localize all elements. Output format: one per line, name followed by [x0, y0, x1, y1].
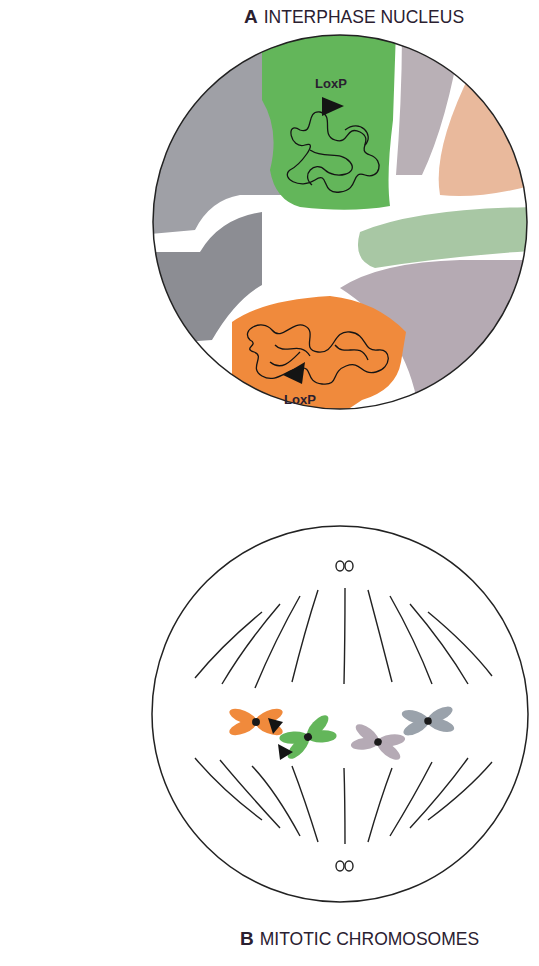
chromatin-fibre — [247, 325, 388, 384]
chromatin-fibre — [270, 345, 368, 366]
centrosome — [345, 861, 353, 871]
mitotic-chromosome — [399, 703, 456, 739]
spindle-fibre — [390, 596, 432, 684]
site-label: LoxP — [315, 77, 347, 92]
chromosome-territories — [140, 30, 539, 420]
loxp-site — [278, 744, 293, 760]
spindle-fibre — [428, 612, 492, 676]
loxp-site — [322, 97, 344, 116]
nuclear-envelope — [153, 35, 527, 409]
centrosome — [345, 561, 353, 571]
site-label: LoxP — [284, 393, 316, 408]
territory — [358, 207, 539, 268]
territory — [232, 296, 406, 420]
loxp-site — [283, 362, 305, 384]
mitotic-chromosome — [227, 703, 456, 764]
mitotic-chromosome — [227, 706, 284, 739]
spindle-fibre — [222, 604, 280, 684]
cell-outline — [152, 526, 528, 902]
spindle-fibre — [252, 766, 300, 836]
panel-title: MITOTIC CHROMOSOMES — [260, 929, 479, 949]
panel-letter: B — [240, 928, 254, 950]
chromatin-fibre — [287, 112, 379, 192]
mitotic-chromosome — [275, 710, 341, 764]
chromatin-fibre — [308, 126, 369, 185]
spindle-fibre — [368, 768, 392, 842]
spindle-fibre — [368, 590, 392, 682]
centrosome — [336, 861, 344, 871]
spindle-fibre — [390, 762, 432, 836]
loxp-site — [283, 97, 344, 384]
territory — [439, 70, 539, 196]
chromatin-fibre — [247, 112, 388, 384]
spindle-fibre — [344, 588, 345, 684]
mitotic-chromosome — [347, 720, 408, 765]
panel-title: INTERPHASE NUCLEUS — [264, 7, 464, 27]
spindle-fibre — [195, 612, 262, 678]
loxp-site — [268, 718, 293, 760]
spindle-fibre — [292, 766, 318, 842]
spindle-fibre — [344, 768, 345, 844]
spindle-fibre — [195, 588, 492, 844]
panel-letter: A — [244, 6, 258, 28]
centrosome — [336, 561, 353, 871]
spindle-fibre — [428, 762, 492, 820]
spindle-fibre — [220, 760, 280, 828]
spindle-fibre — [195, 758, 262, 820]
spindle-fibre — [410, 758, 468, 828]
loxp-site — [268, 718, 283, 734]
spindle-fibre — [410, 604, 468, 684]
centrosome — [336, 561, 344, 571]
spindle-fibre — [255, 596, 300, 688]
territory — [262, 30, 396, 210]
